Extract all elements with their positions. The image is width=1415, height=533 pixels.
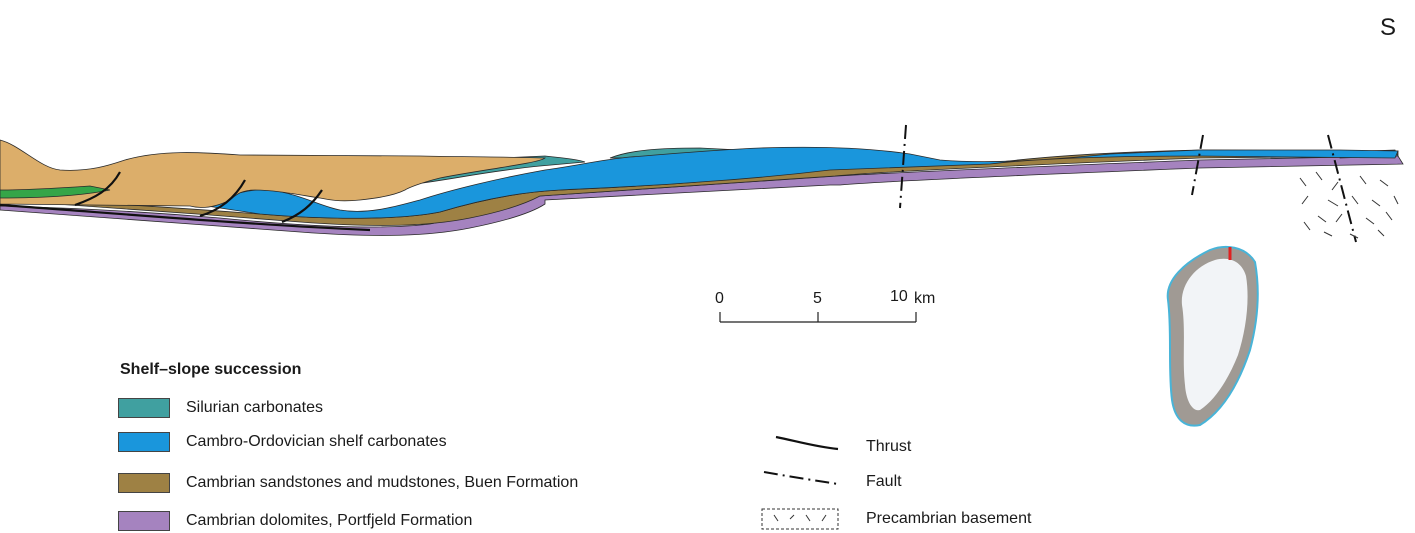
swatch-portfjeld: [118, 511, 170, 531]
thrust-line-icon: [775, 435, 839, 451]
orientation-south-label: S: [1380, 14, 1397, 41]
scale-bar: [719, 312, 917, 323]
legend-label: Thrust: [866, 438, 912, 455]
scale-tick-5: 5: [813, 290, 822, 307]
legend-label: Cambrian dolomites, Portfjeld Formation: [186, 512, 473, 529]
basement-pattern-icon: [761, 508, 839, 530]
fault-line-icon: [763, 471, 839, 485]
legend-label: Fault: [866, 473, 902, 490]
swatch-buen: [118, 473, 170, 493]
scale-tick-0: 0: [715, 290, 724, 307]
legend-item-basement: Precambrian basement: [760, 507, 1031, 531]
portfjeld-formation-layer: [0, 155, 1404, 236]
upper-sandstone-unit: [0, 139, 546, 208]
precambrian-basement: [1299, 171, 1399, 239]
green-lens-layer: [0, 185, 111, 199]
legend-label: Cambrian sandstones and mudstones, Buen …: [186, 474, 579, 491]
legend-item-fault: Fault: [760, 470, 902, 494]
legend-label: Silurian carbonates: [186, 399, 323, 416]
legend-title: Shelf–slope succession: [120, 361, 302, 378]
scale-unit: km: [914, 290, 936, 307]
legend-item-portfjeld: Cambrian dolomites, Portfjeld Formation: [118, 510, 472, 532]
legend-item-thrust: Thrust: [760, 435, 911, 459]
scale-tick-10: 10: [890, 288, 908, 305]
fault-traces: [899, 124, 1357, 243]
cambro-ordovician-layer: [199, 146, 1399, 219]
legend-item-silurian: Silurian carbonates: [118, 397, 323, 419]
swatch-silurian: [118, 398, 170, 418]
legend-label: Precambrian basement: [866, 510, 1032, 527]
legend-item-buen: Cambrian sandstones and mudstones, Buen …: [118, 472, 578, 494]
legend-label: Cambro-Ordovician shelf carbonates: [186, 433, 447, 450]
legend-item-cambro-ordovician: Cambro-Ordovician shelf carbonates: [118, 431, 447, 453]
greenland-location-map: [1166, 245, 1259, 427]
thrust-traces: [0, 171, 371, 232]
swatch-cambro-ordovician: [118, 432, 170, 452]
